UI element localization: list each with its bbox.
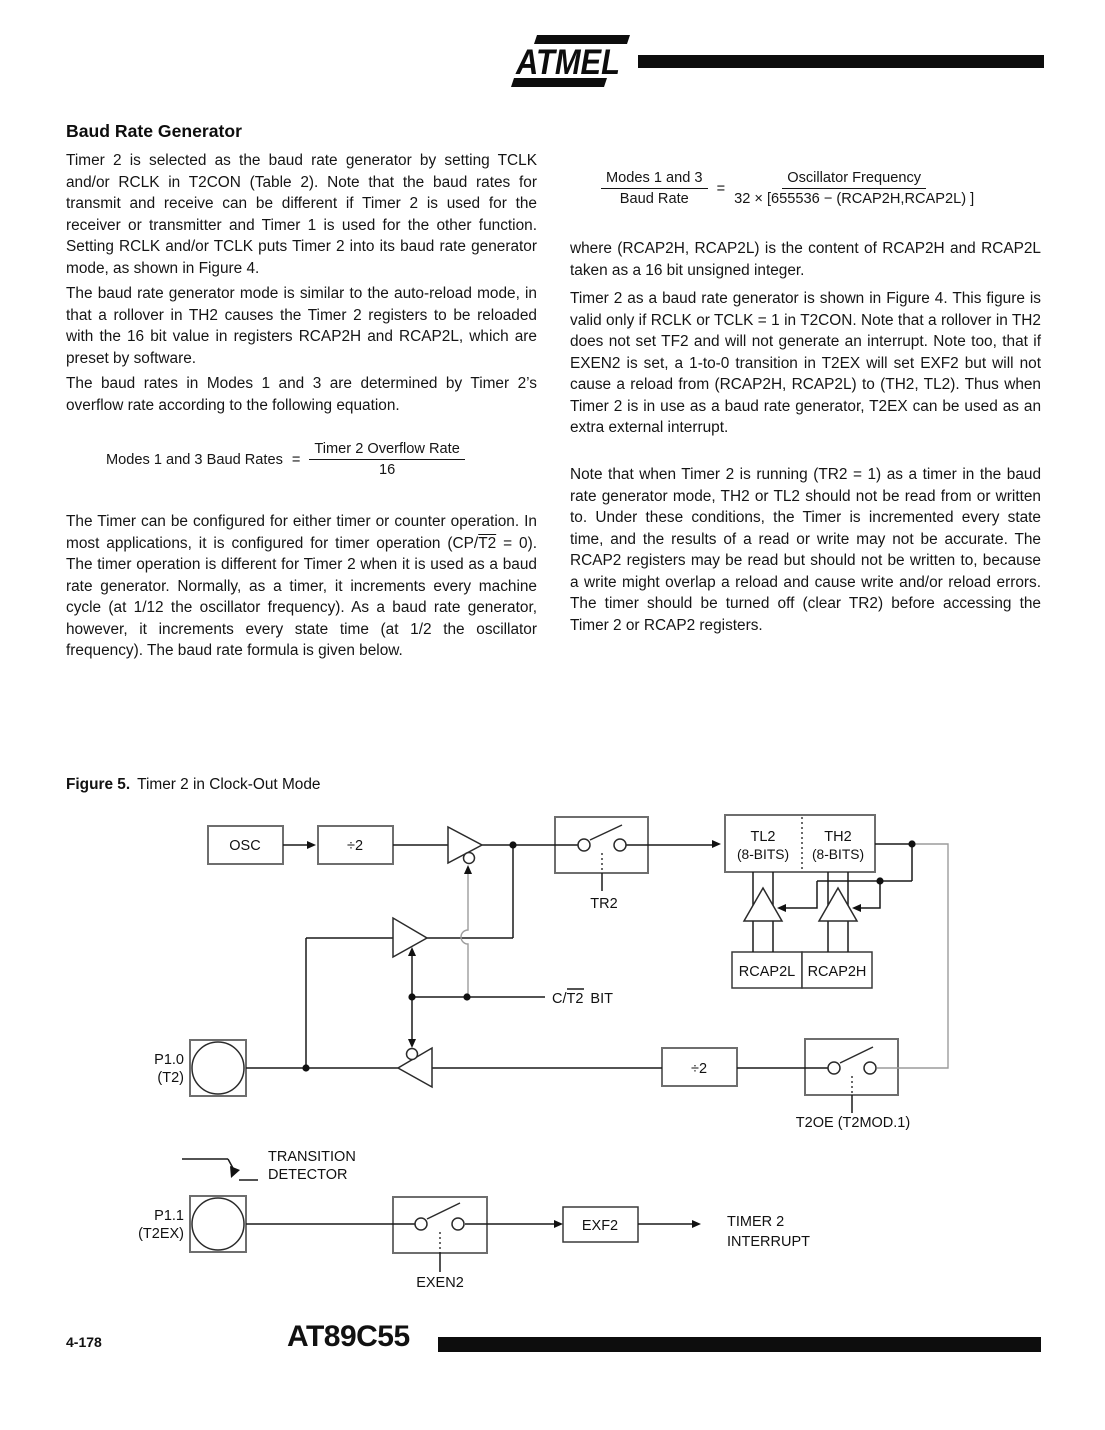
paragraph-6: Timer 2 as a baud rate generator is show… [570, 290, 1041, 436]
counter-input-buffer-icon [392, 916, 429, 959]
paragraph-7: Note that when Timer 2 is running (TR2 =… [570, 466, 1041, 634]
th2-reload-buffer-icon [817, 886, 859, 922]
part-number: AT89C55 [287, 1320, 410, 1353]
tr2-label: TR2 [590, 896, 617, 912]
figure-caption: Figure 5. Timer 2 in Clock-Out Mode [66, 776, 320, 794]
tr2-switch-icon [577, 824, 627, 852]
t2oe-switch-icon [827, 1046, 877, 1075]
t2oe-switch-box [804, 1038, 899, 1096]
eq1-denominator: 16 [379, 462, 396, 478]
figure-caption-label: Figure 5. [66, 776, 131, 793]
paragraph-1: Timer 2 is selected as the baud rate gen… [66, 152, 537, 277]
p10-label: P1.0 [154, 1052, 184, 1068]
eq1-numerator: Timer 2 Overflow Rate [309, 441, 465, 460]
rcap2l-box [731, 951, 803, 989]
arrowheads [230, 840, 861, 1228]
divide-by-2-label: ÷2 [347, 838, 363, 854]
divide-by-2-box [317, 825, 394, 865]
logo-wordmark: ATMEL [515, 43, 620, 82]
divide-by-2-clockout-label: ÷2 [691, 1061, 707, 1077]
tl2-label: TL2 [751, 829, 776, 845]
tl2-bits-label: (8-BITS) [737, 847, 789, 862]
th2-label: TH2 [824, 829, 851, 845]
divide-by-2-box-clockout [661, 1047, 738, 1087]
t2oe-label: T2OE (T2MOD.1) [796, 1115, 910, 1131]
header-rule-bar [638, 55, 1044, 68]
section-heading: Baud Rate Generator [66, 121, 242, 141]
rcap2l-label: RCAP2L [739, 964, 795, 980]
paragraph-4-part-a: The Timer can be configured for either t… [66, 513, 537, 552]
paragraph-4-part-b: = 0). The timer operation is different f… [66, 534, 537, 660]
junction-dots [302, 840, 916, 1072]
eq2-lhs-denominator: Baud Rate [619, 191, 689, 207]
p11-label: P1.1 [154, 1208, 184, 1224]
inverter-bubble-icon [462, 851, 476, 865]
paragraph-2: The baud rate generator mode is similar … [66, 285, 537, 367]
paragraph-3: The baud rates in Modes 1 and 3 are dete… [66, 375, 537, 414]
footer-rule-bar [438, 1337, 1041, 1352]
timer2-interrupt-label-line2: INTERRUPT [727, 1234, 810, 1250]
eq1-equals: = [291, 451, 301, 468]
p11-sub-label: (T2EX) [138, 1226, 184, 1242]
eq1-lhs: Modes 1 and 3 Baud Rates [106, 451, 283, 468]
paragraph-4-overline-t2: T2 [478, 534, 497, 552]
tl2-th2-register-box [724, 814, 876, 873]
p10-sub-label: (T2) [157, 1070, 184, 1086]
eq2-equals: = [716, 180, 726, 197]
tl2-reload-buffer-icon [742, 886, 784, 922]
eq1-fraction: Timer 2 Overflow Rate 16 [309, 441, 465, 478]
control-stems [439, 817, 853, 1253]
eq2-lhs-numerator: Modes 1 and 3 [601, 170, 708, 189]
eq2-rhs-fraction: Oscillator Frequency 32 × [655536 − (RCA… [734, 170, 974, 207]
signal-wires [182, 843, 913, 1272]
transition-detector-label-line2: DETECTOR [268, 1167, 348, 1183]
inverter-bubble-clockout-icon [405, 1047, 419, 1061]
figure-caption-text: Timer 2 in Clock-Out Mode [137, 776, 321, 793]
transition-detector-label-line1: TRANSITION [268, 1149, 356, 1165]
exen2-label: EXEN2 [416, 1275, 464, 1291]
feedback-wires [460, 843, 949, 1069]
timer2-interrupt-label-line1: TIMER 2 [727, 1214, 784, 1230]
eq2-lhs-fraction: Modes 1 and 3 Baud Rate [601, 170, 708, 207]
atmel-logo: ATMEL [511, 35, 630, 87]
exen2-switch-icon [414, 1202, 465, 1231]
paragraph-5: where (RCAP2H, RCAP2L) is the content of… [570, 240, 1041, 279]
th2-bits-label: (8-BITS) [812, 847, 864, 862]
page-number: 4-178 [66, 1334, 102, 1350]
paragraph-4: The Timer can be configured for either t… [66, 511, 537, 662]
eq2-rhs-denominator: 32 × [655536 − (RCAP2H,RCAP2L) ] [734, 191, 975, 207]
p10-pin-circle [191, 1041, 245, 1095]
eq2-rhs-numerator: Oscillator Frequency [782, 170, 927, 189]
osc-box [207, 825, 284, 865]
logo-bottom-bar [511, 78, 607, 87]
exen2-switch-box [392, 1196, 488, 1254]
equation-baud-rates: Modes 1 and 3 Baud Rates = Timer 2 Overf… [106, 441, 465, 478]
equation-oscillator: Modes 1 and 3 Baud Rate = Oscillator Fre… [601, 170, 974, 207]
rcap2h-box [801, 951, 873, 989]
rcap2h-label: RCAP2H [808, 964, 867, 980]
p11-pin-circle [191, 1197, 245, 1251]
logo-top-bar [534, 35, 630, 44]
osc-label: OSC [229, 838, 260, 854]
exf2-label: EXF2 [582, 1218, 618, 1234]
